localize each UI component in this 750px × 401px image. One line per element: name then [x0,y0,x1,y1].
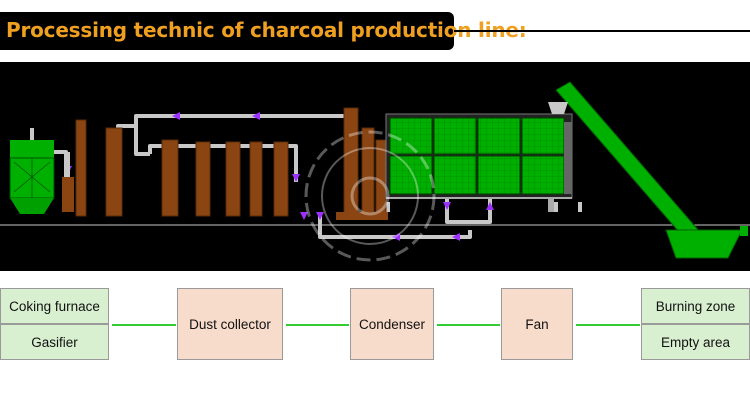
flow-label: Dust collector [189,316,271,332]
gear-logo-icon [304,130,436,262]
title-banner: Processing technic of charcoal productio… [0,12,527,50]
production-line-drawing [0,81,750,262]
flow-box-empty-area: Empty area [641,324,750,360]
flow-label: Fan [525,316,549,332]
flow-box-gasifier: Gasifier [0,324,109,360]
carbonization-kiln [385,113,573,212]
flow-box-fan: Fan [501,288,573,360]
flow-connector [437,324,500,326]
flow-label: Gasifier [31,334,78,350]
dust-collector-towers [75,119,289,217]
coking-furnace [9,128,55,214]
flow-box-coking-furnace: Coking furnace [0,288,109,324]
flow-label: Coking furnace [9,298,100,314]
flow-label: Burning zone [655,298,736,314]
flow-label: Condenser [358,316,426,332]
flow-box-dust-collector: Dust collector [177,288,283,360]
title-rule [454,30,750,32]
flow-box-condenser: Condenser [350,288,434,360]
condenser-tower [336,107,388,220]
screw-conveyor [548,81,748,259]
flow-box-burning-zone: Burning zone [641,288,750,324]
flow-label: Empty area [660,334,731,350]
flow-connector [576,324,640,326]
production-line-illustration [0,62,750,271]
gasifier [62,152,74,212]
page-title: Processing technic of charcoal productio… [6,18,527,42]
flow-connector [286,324,349,326]
flow-connector [112,324,176,326]
